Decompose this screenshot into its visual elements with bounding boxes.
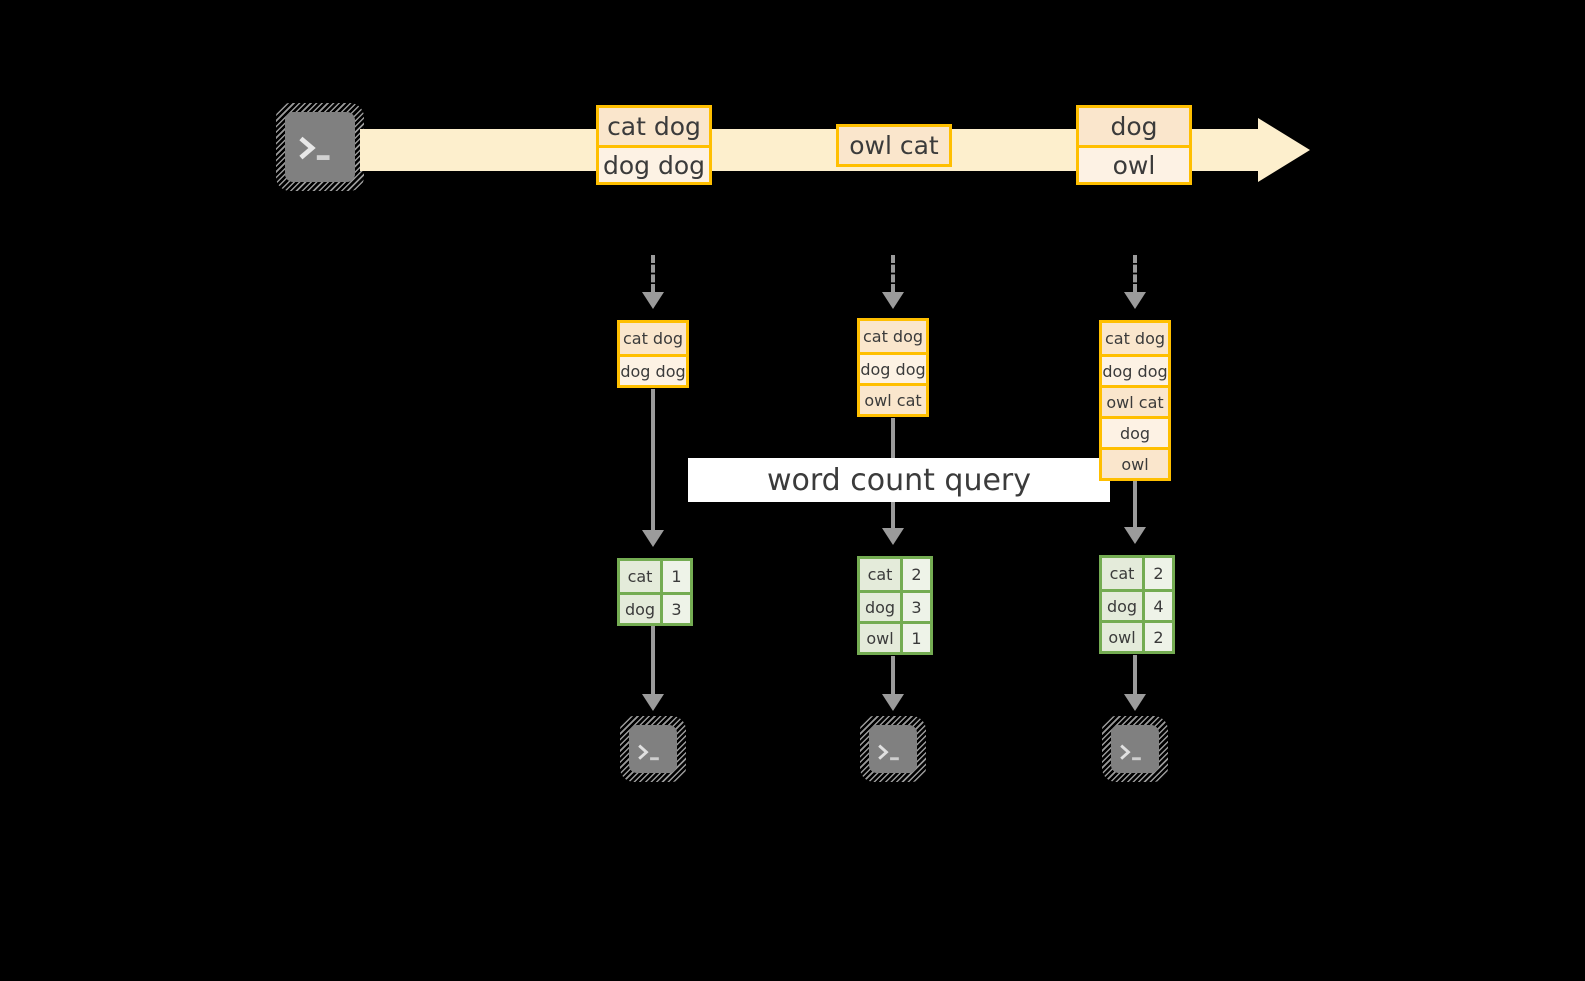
state-row: owl cat <box>1102 385 1168 416</box>
result-row: cat 2 <box>860 559 930 590</box>
state-row: owl cat <box>860 383 926 414</box>
snapshot-2-query-arrowhead <box>882 528 904 545</box>
stream-record-line: owl cat <box>839 127 949 164</box>
result-word: cat <box>1102 558 1145 589</box>
state-row: cat dog <box>620 323 686 354</box>
snapshot-2-tap-arrowhead <box>882 292 904 309</box>
result-word: cat <box>620 561 663 592</box>
snapshot-3-result-table: cat 2 dog 4 owl 2 <box>1099 555 1175 654</box>
snapshot-3-tap-arrowhead <box>1124 292 1146 309</box>
snapshot-2-result-table: cat 2 dog 3 owl 1 <box>857 556 933 655</box>
snapshot-2-sink-terminal-icon <box>860 716 926 782</box>
result-row: owl 2 <box>1102 620 1172 651</box>
snapshot-1-state-table: cat dog dog dog <box>617 320 689 388</box>
result-row: cat 2 <box>1102 558 1172 589</box>
result-row: dog 4 <box>1102 589 1172 620</box>
stream-record-line: dog dog <box>599 145 709 182</box>
terminal-prompt-icon <box>1111 725 1159 773</box>
state-row: cat dog <box>1102 323 1168 354</box>
terminal-body <box>285 112 355 182</box>
snapshot-1-tap-line <box>651 255 655 292</box>
terminal-prompt-icon <box>629 725 677 773</box>
snapshot-1-query-line <box>651 389 655 530</box>
snapshot-3-sink-terminal-icon <box>1102 716 1168 782</box>
snapshot-3-sink-arrowhead <box>1124 694 1146 711</box>
stream-record-2: owl cat <box>836 124 952 167</box>
snapshot-3-query-arrowhead <box>1124 527 1146 544</box>
snapshot-1-result-table: cat 1 dog 3 <box>617 558 693 626</box>
snapshot-2-sink-line <box>891 656 895 694</box>
result-word: dog <box>620 595 663 623</box>
result-count: 1 <box>903 624 930 652</box>
state-row: dog dog <box>1102 354 1168 385</box>
snapshot-2-sink-arrowhead <box>882 694 904 711</box>
snapshot-3-sink-line <box>1133 655 1137 694</box>
result-count: 2 <box>1145 623 1172 651</box>
snapshot-3-query-line <box>1133 475 1137 527</box>
result-row: dog 3 <box>620 592 690 623</box>
state-row: dog dog <box>860 352 926 383</box>
result-row: dog 3 <box>860 590 930 621</box>
stream-record-line: owl <box>1079 145 1189 182</box>
result-count: 1 <box>663 561 690 592</box>
word-count-query-label: word count query <box>766 462 1032 498</box>
snapshot-1-tap-arrowhead <box>642 292 664 309</box>
snapshot-3-state-table: cat dog dog dog owl cat dog owl <box>1099 320 1171 481</box>
result-count: 2 <box>1145 558 1172 589</box>
snapshot-1-query-arrowhead <box>642 530 664 547</box>
result-row: cat 1 <box>620 561 690 592</box>
snapshot-2-tap-line <box>891 255 895 292</box>
snapshot-1-sink-terminal-icon <box>620 716 686 782</box>
terminal-body <box>869 725 917 773</box>
stream-record-3: dog owl <box>1076 105 1192 185</box>
result-word: dog <box>1102 592 1145 620</box>
result-word: owl <box>860 624 903 652</box>
state-row: owl <box>1102 447 1168 478</box>
word-count-query-band: word count query <box>688 458 1110 502</box>
snapshot-3-tap-line <box>1133 255 1137 292</box>
result-row: owl 1 <box>860 621 930 652</box>
result-count: 3 <box>903 593 930 621</box>
result-count: 4 <box>1145 592 1172 620</box>
state-row: cat dog <box>860 321 926 352</box>
terminal-prompt-icon <box>869 725 917 773</box>
source-terminal-icon <box>276 103 364 191</box>
result-count: 3 <box>663 595 690 623</box>
snapshot-1-sink-arrowhead <box>642 694 664 711</box>
result-count: 2 <box>903 559 930 590</box>
terminal-prompt-icon <box>285 112 355 182</box>
stream-record-line: cat dog <box>599 108 709 145</box>
terminal-body <box>629 725 677 773</box>
stream-record-line: dog <box>1079 108 1189 145</box>
terminal-body <box>1111 725 1159 773</box>
result-word: dog <box>860 593 903 621</box>
result-word: owl <box>1102 623 1145 651</box>
stream-record-1: cat dog dog dog <box>596 105 712 185</box>
result-word: cat <box>860 559 903 590</box>
snapshot-2-state-table: cat dog dog dog owl cat <box>857 318 929 417</box>
snapshot-1-sink-line <box>651 626 655 694</box>
state-row: dog <box>1102 416 1168 447</box>
state-row: dog dog <box>620 354 686 385</box>
